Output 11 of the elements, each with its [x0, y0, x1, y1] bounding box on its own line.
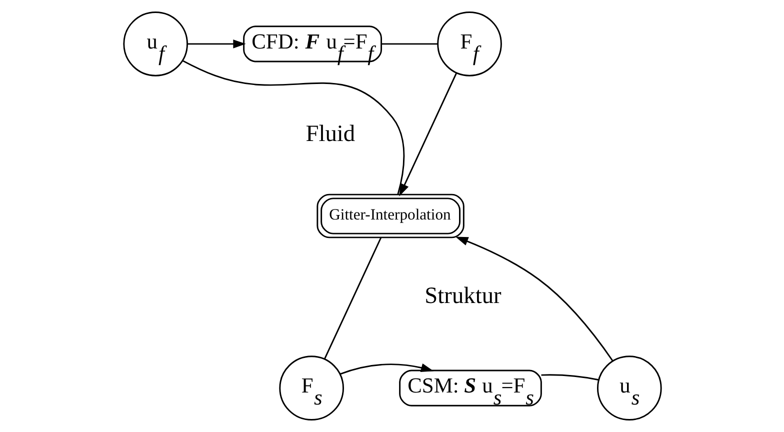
connector: [540, 374, 598, 381]
label: Struktur: [424, 282, 501, 309]
arrow: [339, 363, 434, 375]
arrow: [398, 72, 457, 196]
connector: [324, 237, 382, 360]
label: Fluid: [305, 121, 355, 148]
arrow: [186, 39, 246, 48]
node-box: Gitter-Interpolation: [316, 194, 464, 238]
connector: [182, 60, 404, 195]
arrow: [454, 236, 613, 362]
connector: [381, 43, 438, 45]
